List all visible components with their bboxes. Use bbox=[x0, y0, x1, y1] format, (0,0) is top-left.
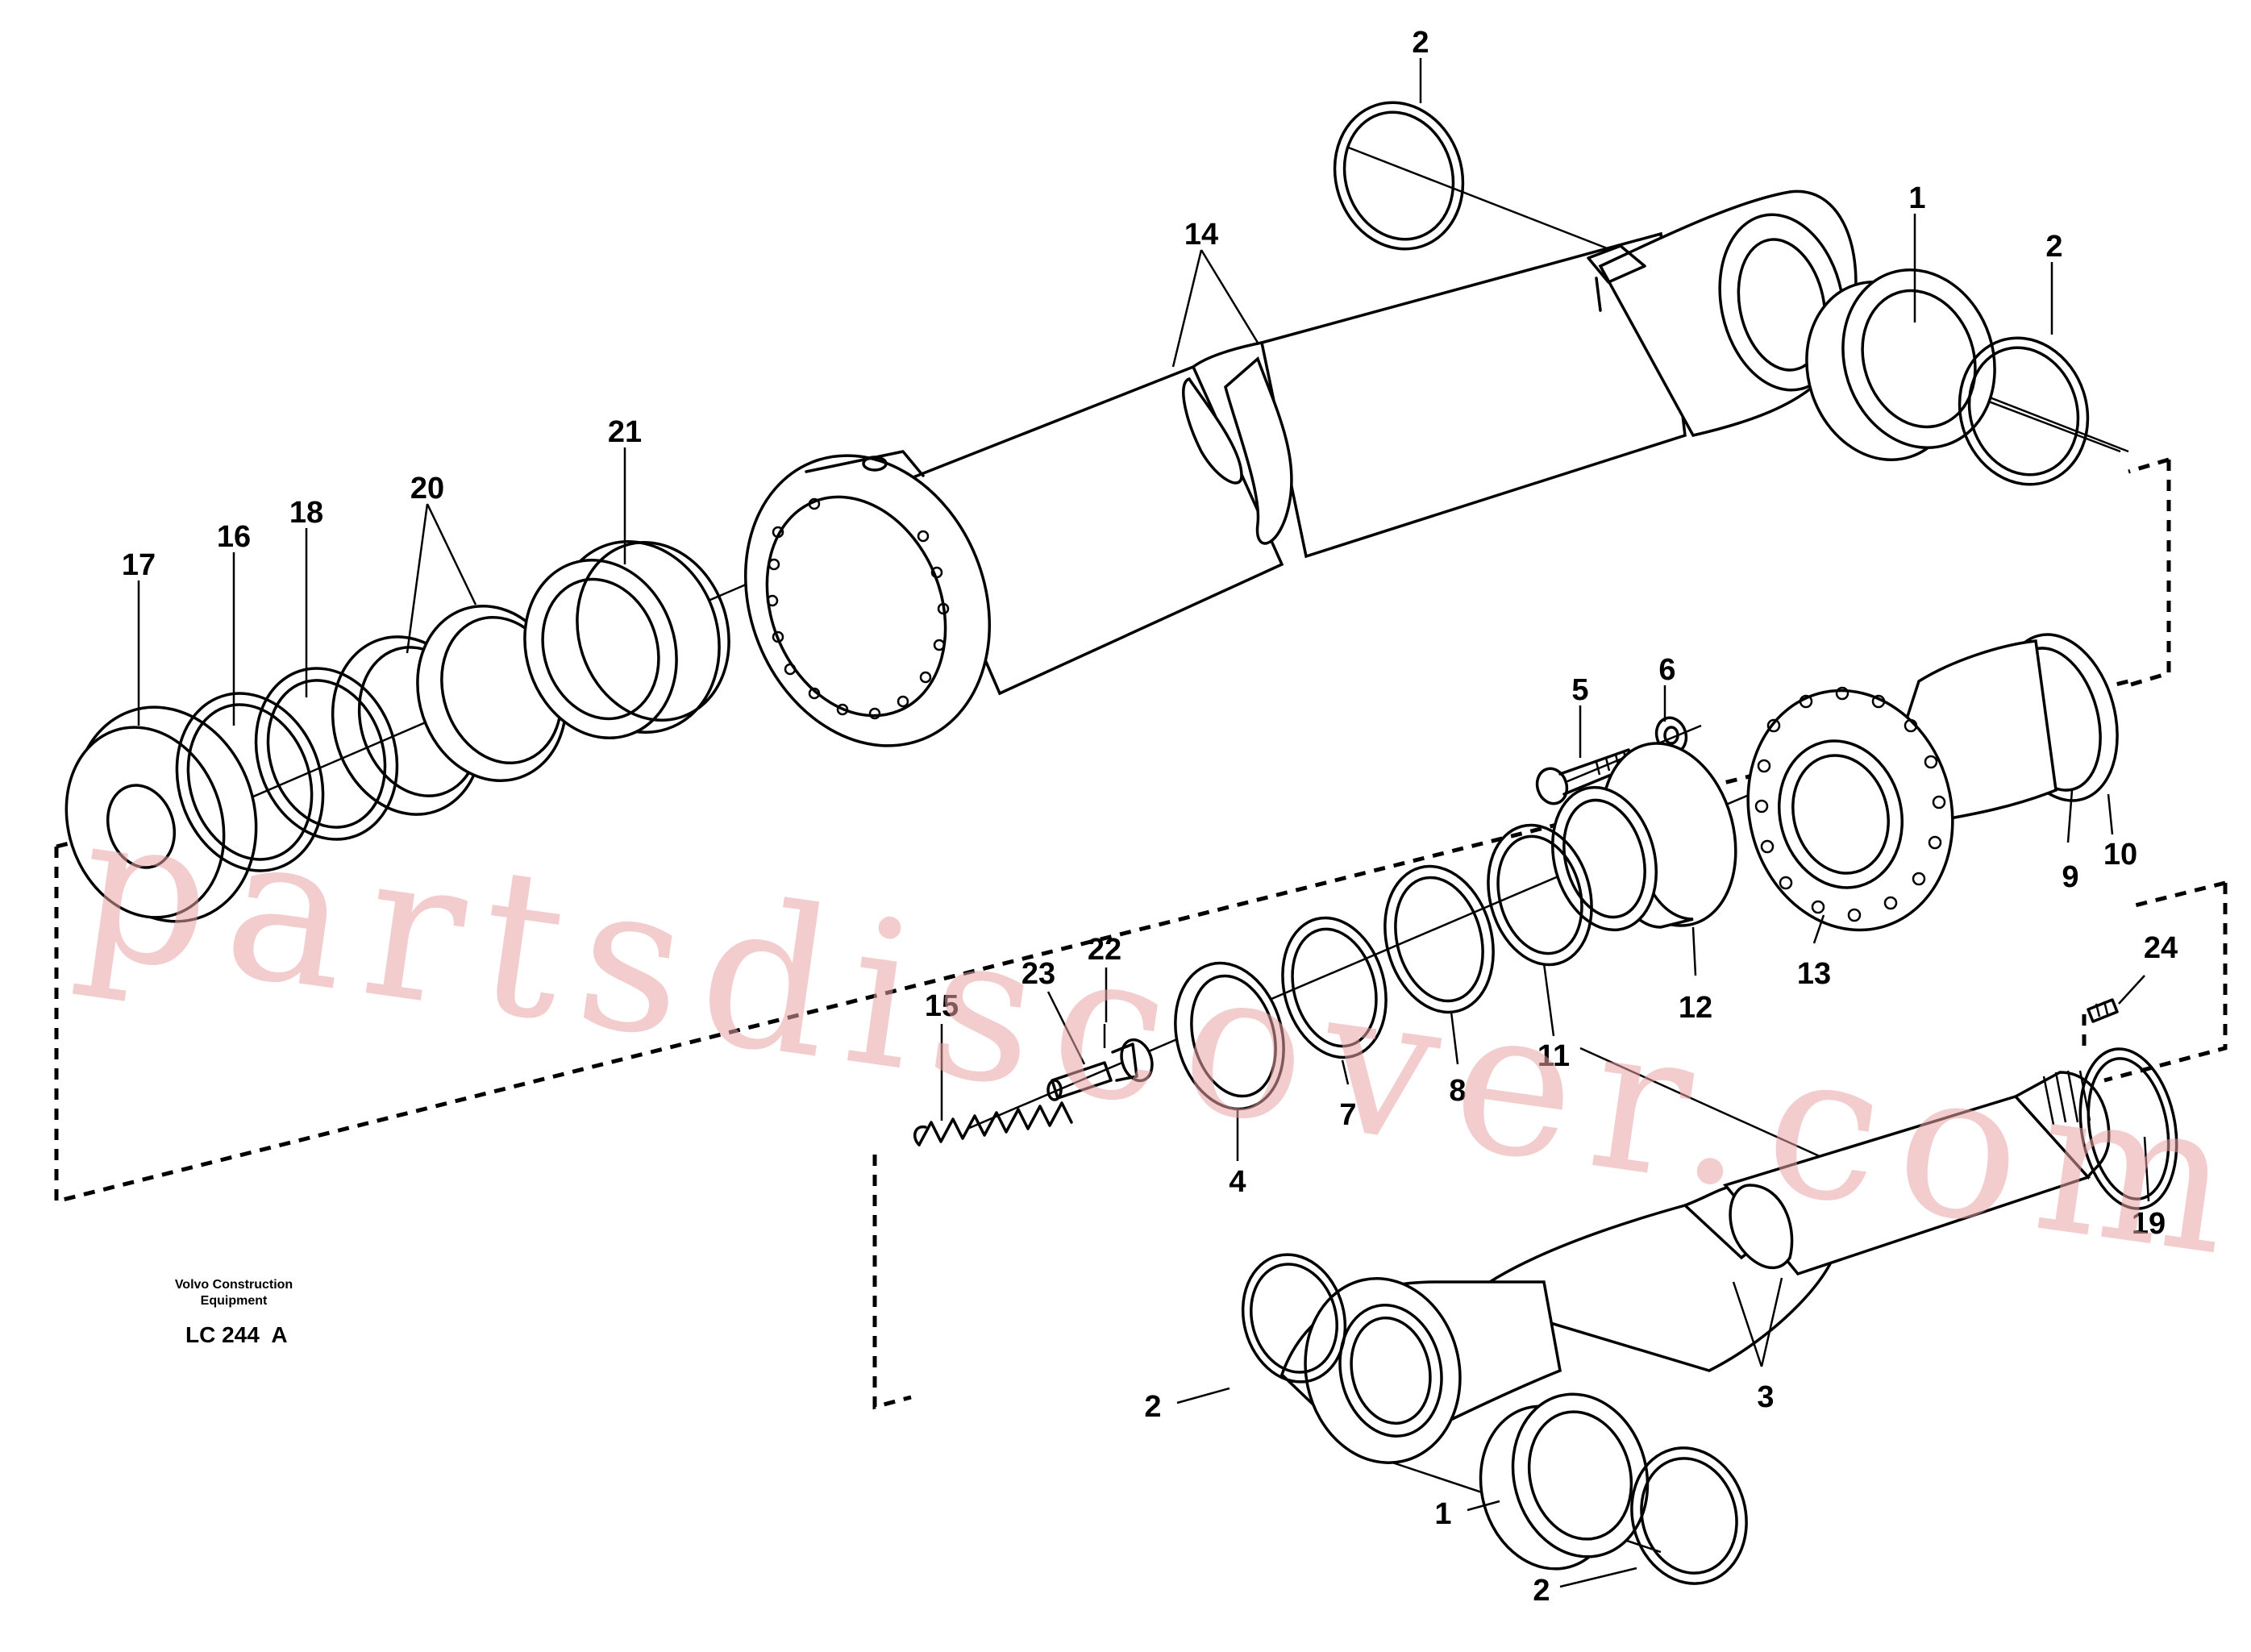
callout-12: 12 bbox=[1679, 991, 1712, 1025]
callout-1-bottom: 1 bbox=[1434, 1497, 1451, 1531]
callout-22: 22 bbox=[1088, 933, 1121, 967]
callout-1-top: 1 bbox=[1908, 181, 1925, 215]
drawing-caption: Volvo Construction Equipment LC 244 A bbox=[175, 1278, 293, 1347]
lower-eye-axis bbox=[1579, 1047, 1831, 1163]
snap-ring-upper-right bbox=[1958, 336, 2090, 486]
snap-ring-19 bbox=[2078, 1047, 2178, 1210]
callout-15: 15 bbox=[925, 989, 959, 1023]
callout-2-bottom: 2 bbox=[1533, 1574, 1550, 1608]
callout-24: 24 bbox=[2144, 931, 2178, 965]
piston-21 bbox=[523, 540, 730, 739]
bushing-lower bbox=[1479, 1392, 1650, 1571]
company-name-line1: Volvo Construction bbox=[175, 1278, 293, 1292]
callout-11: 11 bbox=[1537, 1039, 1570, 1073]
ring-16 bbox=[175, 692, 325, 872]
callout-21: 21 bbox=[608, 415, 642, 449]
callout-5: 5 bbox=[1571, 673, 1588, 707]
lower-group-outline bbox=[872, 880, 2228, 1410]
callout-20: 20 bbox=[410, 472, 444, 506]
bushing-upper bbox=[1805, 268, 1996, 461]
callout-17: 17 bbox=[122, 548, 156, 582]
callout-10: 10 bbox=[2103, 838, 2137, 872]
seal-11 bbox=[1487, 823, 1593, 967]
snap-ring-upper-left bbox=[1333, 101, 1465, 251]
piston-17 bbox=[64, 705, 258, 923]
callout-14: 14 bbox=[1184, 218, 1218, 252]
callout-13: 13 bbox=[1797, 957, 1831, 991]
callout-6: 6 bbox=[1658, 653, 1675, 687]
callout-23: 23 bbox=[1021, 957, 1055, 991]
seal-7 bbox=[1281, 916, 1388, 1059]
guide-bushing-12 bbox=[1550, 742, 1737, 932]
callout-9: 9 bbox=[2062, 860, 2078, 894]
upper-group-outline bbox=[54, 457, 2171, 1205]
plug-22 bbox=[1103, 1024, 1154, 1083]
snap-ring-lower-left bbox=[1241, 1253, 1347, 1384]
drawing-code: LC 244 A bbox=[185, 1322, 288, 1347]
callout-2-right: 2 bbox=[2045, 230, 2062, 264]
callout-numbers: 2 1 2 14 21 20 18 16 17 5 6 9 10 13 12 1… bbox=[122, 26, 2178, 1608]
leader-lines bbox=[137, 58, 2150, 1588]
ring-18 bbox=[254, 667, 399, 841]
callout-2-top: 2 bbox=[1412, 26, 1429, 60]
spring-15 bbox=[913, 1101, 1073, 1146]
callout-19: 19 bbox=[2132, 1207, 2166, 1241]
callout-18: 18 bbox=[289, 496, 323, 530]
callout-4: 4 bbox=[1229, 1165, 1246, 1199]
seal-8 bbox=[1383, 864, 1495, 1014]
callout-8: 8 bbox=[1449, 1074, 1466, 1108]
callout-7: 7 bbox=[1339, 1098, 1356, 1132]
cylinder-tube bbox=[743, 189, 1858, 747]
nipple-24 bbox=[2087, 998, 2119, 1023]
cylinder-head-13 bbox=[1746, 639, 2058, 932]
valve-23 bbox=[1046, 1061, 1113, 1101]
callout-3: 3 bbox=[1757, 1380, 1774, 1414]
wiper-4 bbox=[1174, 961, 1285, 1111]
callout-2-lower-left: 2 bbox=[1144, 1390, 1161, 1424]
company-name-line2: Equipment bbox=[201, 1294, 268, 1308]
snap-ring-lower-right bbox=[1630, 1446, 1748, 1585]
callout-16: 16 bbox=[217, 520, 251, 554]
